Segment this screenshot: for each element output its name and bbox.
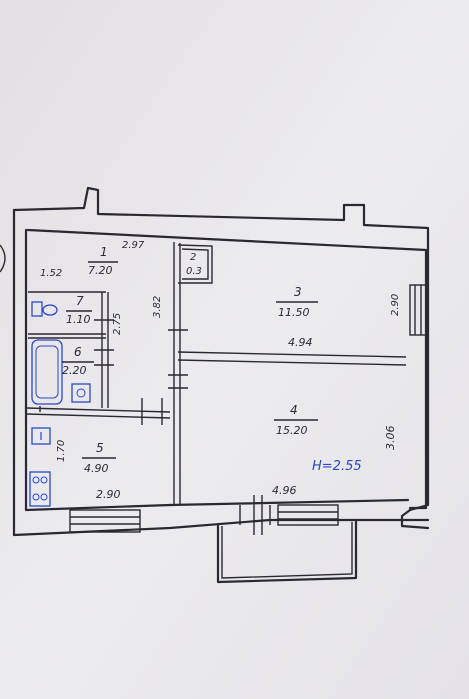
outer-walls xyxy=(12,186,430,537)
svg-text:0.3: 0.3 xyxy=(186,266,202,277)
dim-3-82: 3.82 xyxy=(152,296,163,318)
bathtub-icon xyxy=(31,339,63,405)
ceiling-height: H=2.55 xyxy=(312,459,362,474)
dim-1-70: 1.70 xyxy=(56,440,67,462)
entrance-arc xyxy=(0,244,6,273)
svg-text:6: 6 xyxy=(74,345,82,359)
dim-1-52: 1.52 xyxy=(40,268,62,279)
room-4-label: 4 15.20 xyxy=(274,403,318,437)
svg-text:1.10: 1.10 xyxy=(66,313,91,326)
room-3-label: 3 11.50 xyxy=(276,285,318,319)
svg-text:11.50: 11.50 xyxy=(278,306,310,319)
svg-text:3: 3 xyxy=(294,285,302,299)
dimension-labels: 2.97 1.52 3.82 2.75 4.94 2.90 3.06 4.96 … xyxy=(40,240,401,501)
sink-icon xyxy=(71,383,91,403)
room-1-label: 1 7.20 xyxy=(88,245,118,277)
svg-text:4: 4 xyxy=(290,403,298,417)
svg-text:2.20: 2.20 xyxy=(62,364,87,377)
dim-2-97: 2.97 xyxy=(122,240,145,251)
svg-text:5: 5 xyxy=(96,441,104,455)
room-7-label: 7 1.10 xyxy=(66,294,92,326)
dim-4-96: 4.96 xyxy=(272,484,297,497)
toilet-icon xyxy=(31,301,58,317)
svg-text:15.20: 15.20 xyxy=(276,424,308,437)
svg-text:7.20: 7.20 xyxy=(88,264,113,277)
dim-2-90-right: 2.90 xyxy=(390,294,401,316)
room-5-label: 5 4.90 xyxy=(82,441,116,475)
dim-3-06: 3.06 xyxy=(384,426,397,451)
door-marks xyxy=(39,319,188,425)
balcony xyxy=(216,520,358,584)
dim-4-94: 4.94 xyxy=(288,336,313,349)
svg-text:7: 7 xyxy=(76,294,84,308)
svg-text:2: 2 xyxy=(190,252,196,263)
svg-text:4.90: 4.90 xyxy=(84,462,109,475)
dim-2-75: 2.75 xyxy=(112,313,123,335)
room-2-label: 2 0.3 xyxy=(186,252,202,277)
svg-text:1: 1 xyxy=(100,245,108,259)
dim-2-90-bottom: 2.90 xyxy=(96,488,121,501)
windows xyxy=(69,284,429,535)
room-6-label: 6 2.20 xyxy=(62,345,94,377)
kitchen-sink-icon xyxy=(31,427,51,445)
stove-icon xyxy=(29,471,51,507)
